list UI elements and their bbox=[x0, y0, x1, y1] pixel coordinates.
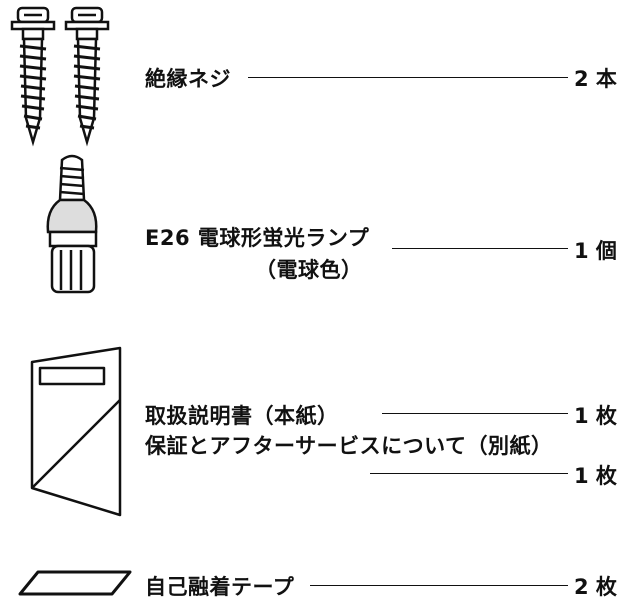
lamp-color-label: （電球色） bbox=[255, 258, 363, 282]
manual-leader-line bbox=[382, 413, 568, 414]
lamp-quantity: 1 個 bbox=[574, 239, 617, 263]
screw-label: 絶縁ネジ bbox=[145, 67, 231, 91]
tape-quantity: 2 枚 bbox=[574, 575, 617, 599]
manual-quantity: 1 枚 bbox=[574, 404, 617, 428]
warranty-label: 保証とアフターサービスについて（別紙） bbox=[145, 434, 553, 458]
manual-label: 取扱説明書（本紙） bbox=[145, 404, 339, 428]
instruction-manual-illustration bbox=[30, 346, 122, 517]
screw-quantity: 2 本 bbox=[574, 67, 617, 91]
tape-leader-line bbox=[310, 585, 568, 586]
lamp-leader-line bbox=[392, 248, 568, 249]
insulated-screws-illustration bbox=[10, 6, 110, 147]
warranty-leader-line bbox=[370, 473, 568, 474]
self-fusing-tape-illustration bbox=[18, 570, 132, 596]
lamp-label: E26 電球形蛍光ランプ bbox=[145, 226, 370, 250]
tape-label: 自己融着テープ bbox=[145, 575, 295, 599]
screw-leader-line bbox=[248, 77, 568, 78]
compact-fluorescent-lamp-illustration bbox=[46, 154, 98, 294]
warranty-quantity: 1 枚 bbox=[574, 464, 617, 488]
